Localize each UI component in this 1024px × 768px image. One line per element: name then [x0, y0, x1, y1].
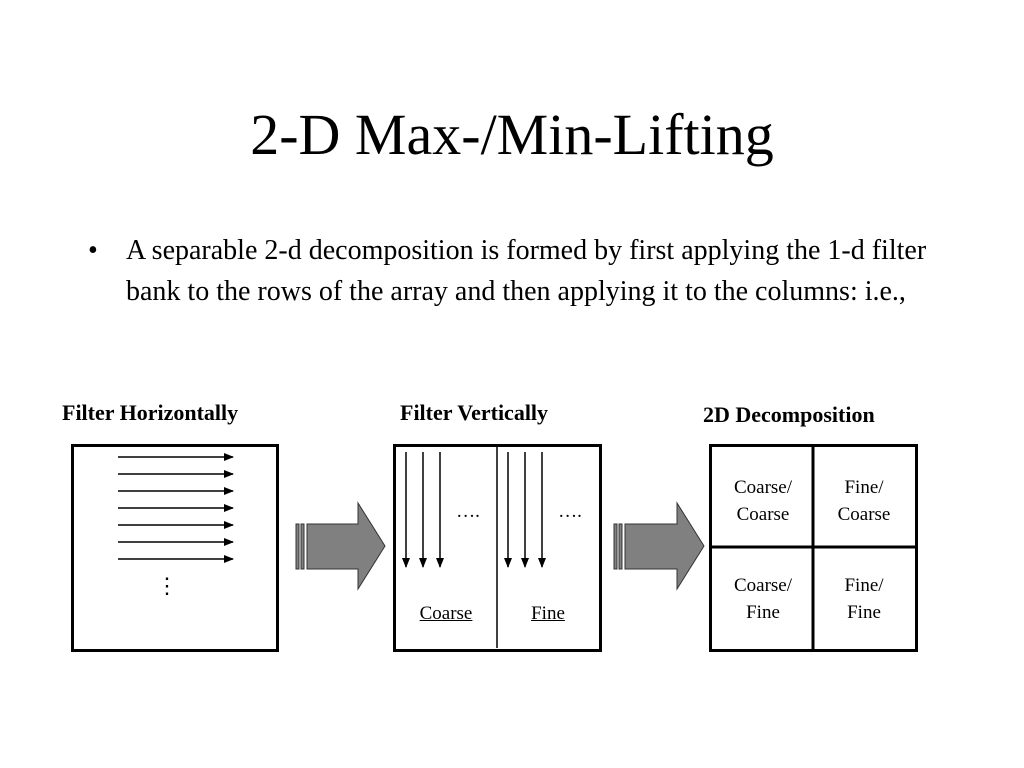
- block-arrow-1: [295, 501, 386, 591]
- decomposition-label: 2D Decomposition: [703, 402, 875, 427]
- filter-horizontally-label: Filter Horizontally: [62, 400, 239, 425]
- bullet-item: • A separable 2-d decomposition is forme…: [84, 230, 954, 312]
- fine-dots: ….: [558, 501, 582, 522]
- horizontal-arrows: [118, 453, 234, 563]
- fine-caption: Fine: [531, 603, 565, 624]
- block-arrow-2: [613, 501, 705, 591]
- slide-title: 2-D Max-/Min-Lifting: [250, 102, 774, 167]
- cell-line: Coarse/: [733, 477, 793, 498]
- filter-vertically-label: Filter Vertically: [400, 400, 549, 425]
- coarse-caption: Coarse: [419, 603, 473, 624]
- cell-fine-fine: Fine/ Fine: [814, 572, 914, 626]
- bullet-list: • A separable 2-d decomposition is forme…: [84, 230, 954, 312]
- cell-line: Fine/: [844, 575, 884, 596]
- cell-line: Fine: [847, 602, 881, 623]
- cell-line: Fine/: [844, 477, 884, 498]
- vertical-arrows-fine: [504, 452, 546, 568]
- filter-horizontally-box: [71, 444, 279, 652]
- cell-fine-coarse: Fine/ Coarse: [814, 474, 914, 528]
- cell-coarse-coarse: Coarse/ Coarse: [713, 474, 813, 528]
- vertical-arrows-coarse: [402, 452, 444, 568]
- bullet-text: A separable 2-d decomposition is formed …: [126, 235, 927, 307]
- coarse-dots: ….: [456, 501, 480, 522]
- vertical-ellipsis: ⋮: [156, 573, 178, 598]
- cell-coarse-fine: Coarse/ Fine: [713, 572, 813, 626]
- cell-line: Coarse/: [733, 575, 793, 596]
- cell-line: Coarse: [837, 504, 891, 525]
- cell-line: Coarse: [736, 504, 790, 525]
- bullet-dot: •: [88, 235, 98, 266]
- cell-line: Fine: [746, 602, 780, 623]
